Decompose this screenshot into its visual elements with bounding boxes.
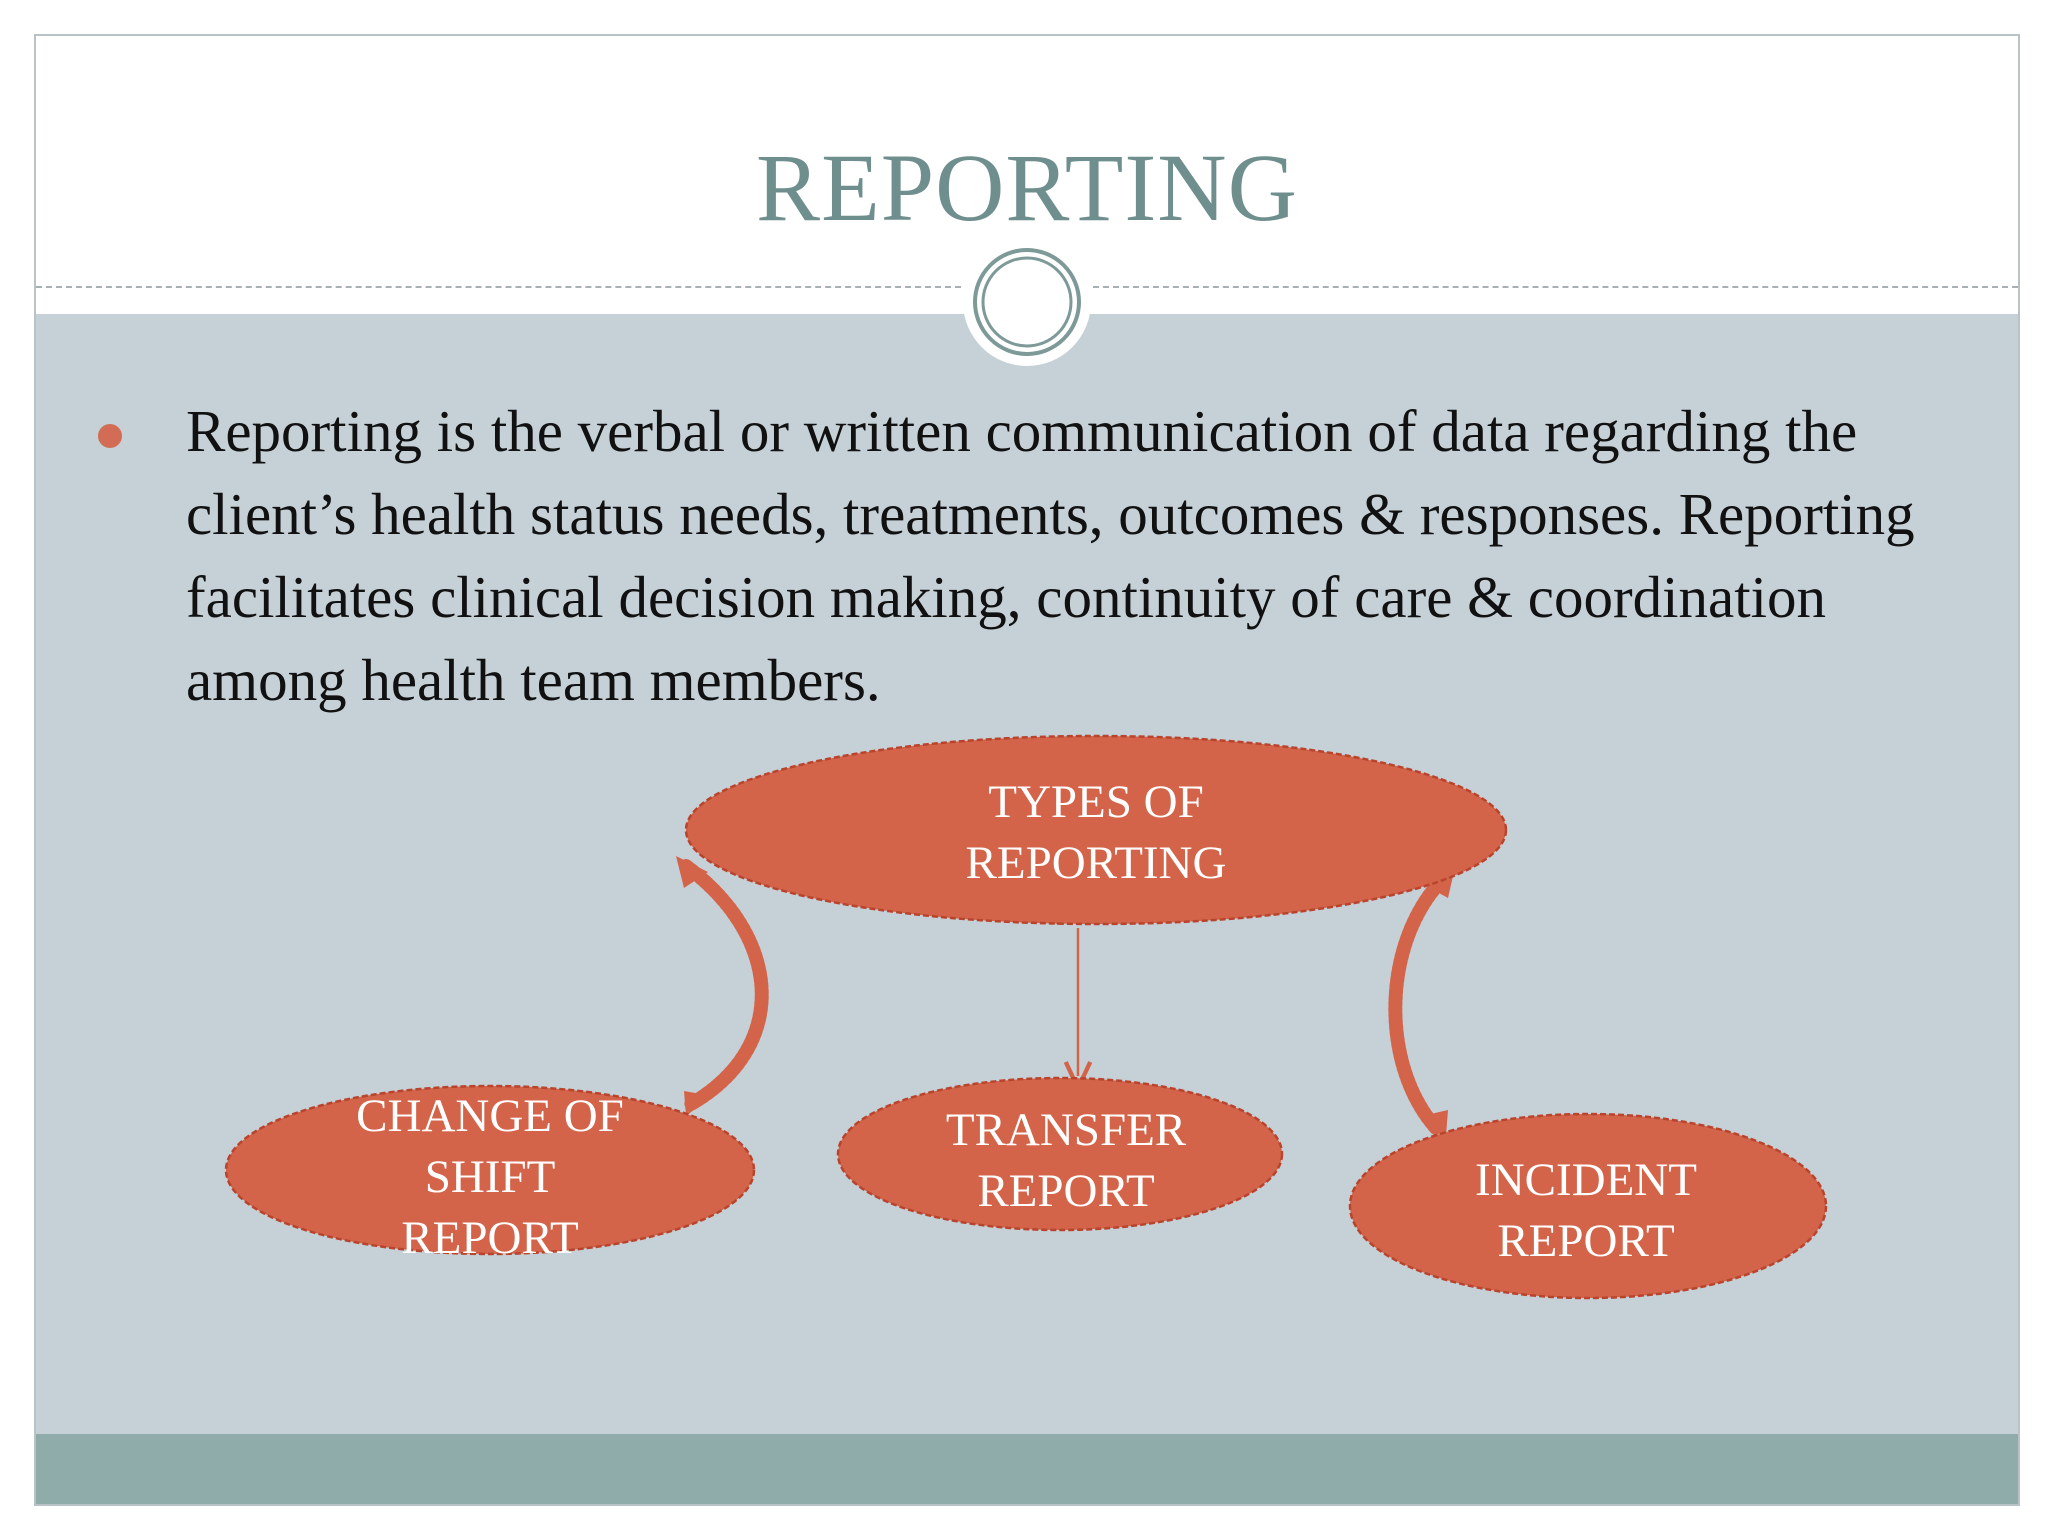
title-divider-left — [36, 286, 961, 288]
footer-band — [36, 1434, 2018, 1504]
connector-right — [1388, 874, 1448, 1135]
node-change-of-shift — [224, 1084, 756, 1256]
node-root-label: TYPES OF REPORTING — [965, 776, 1227, 889]
circle-ornament-icon — [963, 238, 1091, 366]
slide: REPORTING Reporting is the verbal or wri… — [34, 34, 2020, 1506]
node-transfer — [836, 1076, 1284, 1232]
slide-title: REPORTING — [756, 134, 1298, 241]
node-transfer-label: TRANSFER REPORT — [945, 1104, 1187, 1217]
node-incident-label: INCIDENT REPORT — [1475, 1154, 1697, 1267]
title-divider-right — [1093, 286, 2018, 288]
reporting-types-diagram — [224, 734, 1828, 1300]
connector-left — [679, 859, 769, 1111]
node-incident — [1348, 1112, 1828, 1300]
node-change-of-shift-label: CHANGE OF SHIFT REPORT — [356, 1090, 624, 1264]
bullet-text: Reporting is the verbal or written commu… — [186, 398, 1915, 713]
connector-left-arrowhead-icon — [676, 856, 712, 1116]
bullet-dot-icon — [98, 424, 122, 448]
node-root — [684, 734, 1508, 926]
